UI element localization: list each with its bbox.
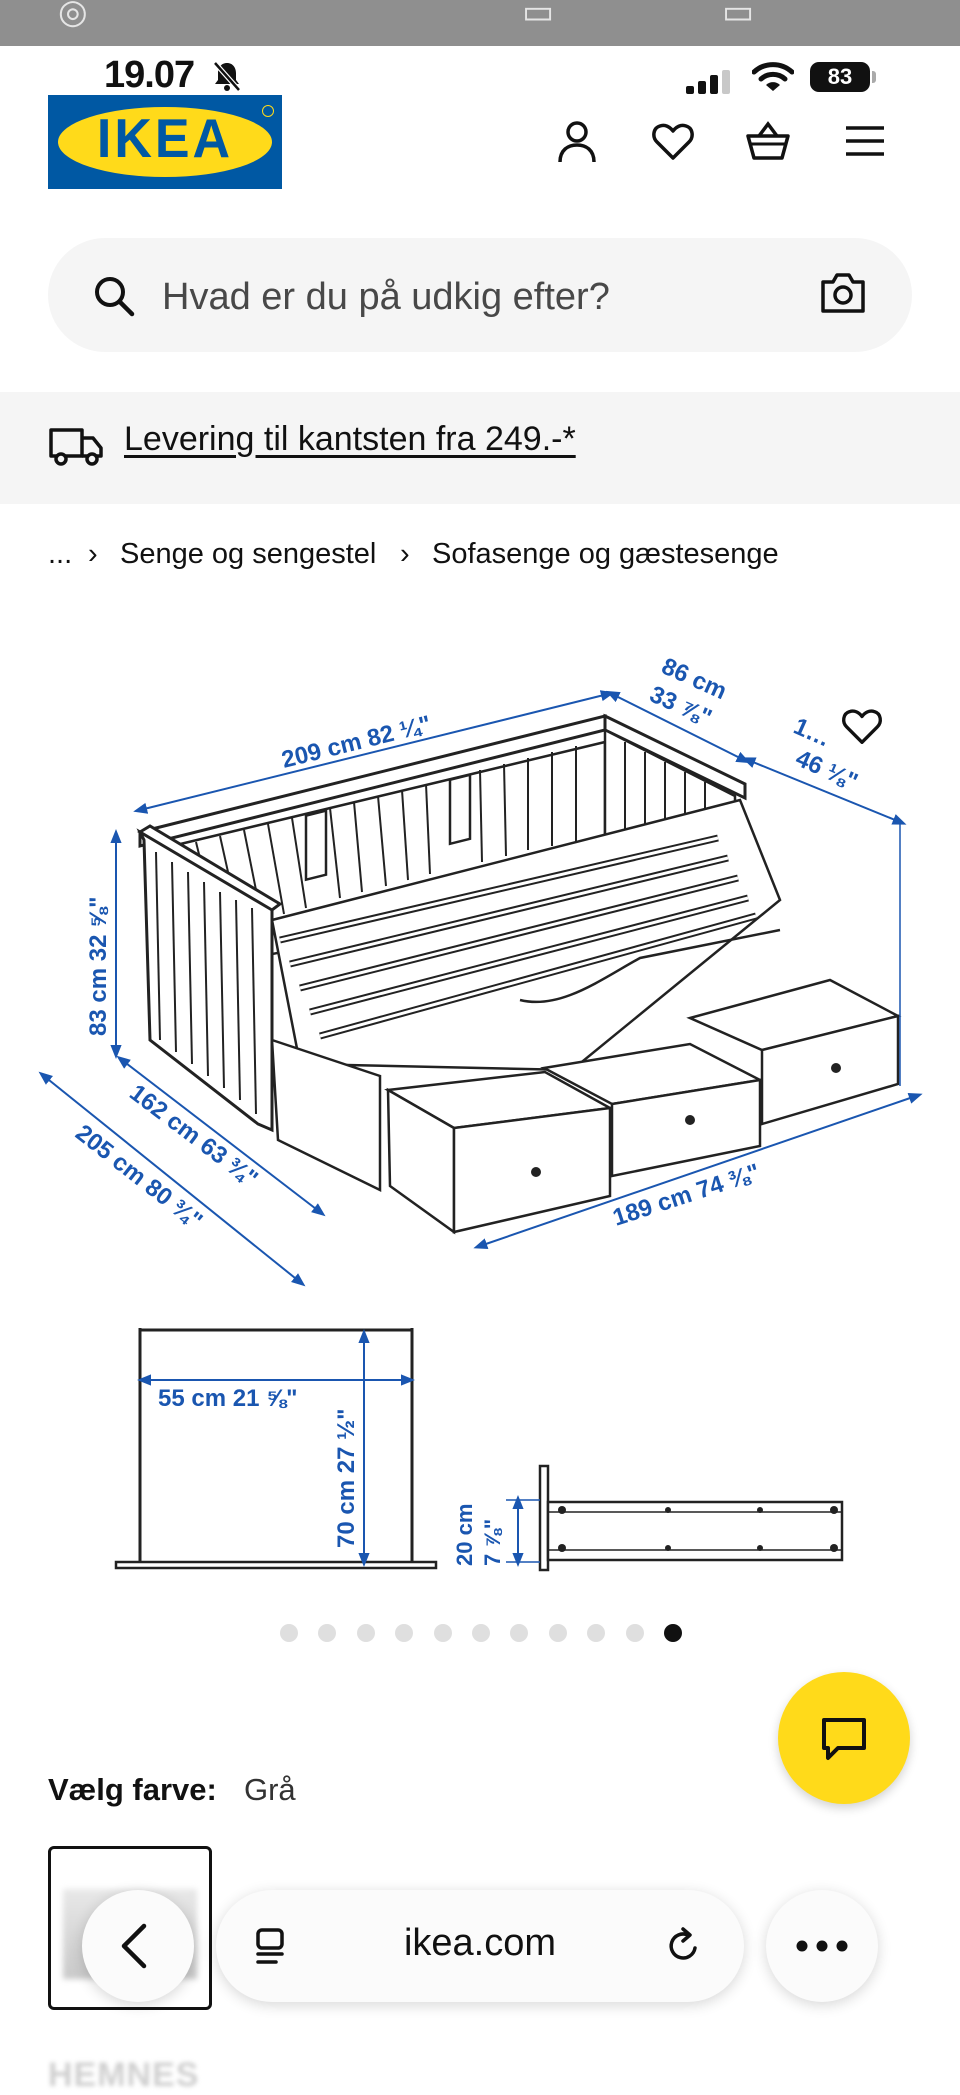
- search-input[interactable]: [162, 272, 782, 322]
- breadcrumb-chevron-icon: ›: [88, 538, 98, 570]
- seat-depth-label: 55 cm 21 ⅝": [158, 1385, 297, 1412]
- breadcrumb-item-sofabeds[interactable]: Sofasenge og gæstesenge: [432, 538, 779, 570]
- carousel-dot[interactable]: [548, 1624, 567, 1642]
- drawer-height-cm-label: 20 cm: [452, 1504, 477, 1566]
- more-icon: [796, 1940, 848, 1952]
- carousel-dot-active[interactable]: [664, 1624, 682, 1642]
- address-bar[interactable]: ikea.com: [216, 1890, 744, 2002]
- product-dimension-image[interactable]: 209 cm 82 ¼" 86 cm 33 ⅞" 1… 46 ⅛" 83 cm …: [0, 610, 960, 1610]
- person-icon[interactable]: [554, 118, 600, 164]
- hamburger-icon[interactable]: [842, 118, 888, 164]
- seat-height-label: 70 cm 27 ½": [333, 1409, 360, 1548]
- heart-icon[interactable]: [650, 118, 696, 164]
- silent-bell-icon: [213, 61, 241, 92]
- side-profile-drawing: 55 cm 21 ⅝" 70 cm 27 ½": [114, 1328, 438, 1570]
- carousel-dot[interactable]: [472, 1624, 490, 1642]
- dimension-lines: [38, 690, 923, 1287]
- breadcrumb-ellipsis[interactable]: ...: [48, 538, 73, 570]
- breadcrumb-item-beds[interactable]: Senge og sengestel: [120, 538, 377, 570]
- carousel-dot[interactable]: [433, 1624, 452, 1642]
- side-in-label: 46 ⅛": [792, 745, 862, 796]
- chat-icon: [822, 1718, 866, 1760]
- back-icon: [121, 1923, 147, 1969]
- carousel-dot[interactable]: [587, 1624, 606, 1642]
- add-to-favourites-heart-icon[interactable]: [838, 704, 886, 748]
- logo-text: IKEA: [96, 108, 234, 170]
- side-cm-label: 1…: [790, 713, 835, 753]
- carousel-dot[interactable]: [625, 1624, 644, 1642]
- product-name: HEMNES: [48, 2056, 200, 2094]
- logo-ellipse: [58, 107, 272, 177]
- carousel-dot[interactable]: [356, 1624, 375, 1642]
- carousel-dot[interactable]: [395, 1624, 414, 1642]
- chat-button[interactable]: [778, 1672, 910, 1804]
- basket-icon[interactable]: [745, 118, 791, 164]
- more-options-button[interactable]: [766, 1890, 878, 2002]
- drawer-profile-drawing: 20 cm 7 ⅞": [452, 1464, 844, 1572]
- breadcrumb-chevron-icon: ›: [400, 538, 410, 570]
- signal-icon: [686, 70, 730, 94]
- delivery-link[interactable]: Levering til kantsten fra 249.-*: [124, 420, 576, 458]
- battery-indicator: 83: [810, 62, 870, 92]
- store-icon: ▭: [722, 0, 755, 31]
- color-value: Grå: [244, 1772, 296, 1807]
- ikea-logo[interactable]: IKEA: [48, 95, 282, 189]
- camera-icon[interactable]: [820, 272, 866, 314]
- carousel-dot[interactable]: [510, 1624, 529, 1642]
- globe-icon: ◎: [58, 0, 88, 31]
- battery-tip: [872, 71, 876, 83]
- color-label: Vælg farve:: [48, 1772, 217, 1807]
- drawer-height-in-label: 7 ⅞": [480, 1519, 505, 1566]
- tabs-icon[interactable]: [250, 1924, 294, 1968]
- browser-top-bar: ◎ ▭ ▭: [0, 0, 960, 46]
- delivery-banner: [0, 392, 960, 504]
- url-text[interactable]: ikea.com: [403, 1922, 557, 1964]
- daybed-drawing: [136, 713, 902, 1235]
- status-time: 19.07: [104, 54, 195, 96]
- wifi-icon: [752, 62, 794, 91]
- truck-icon: [49, 428, 103, 466]
- registered-mark: [262, 105, 274, 117]
- height-label: 83 cm 32 ⅝": [85, 897, 112, 1036]
- carousel-dot[interactable]: [318, 1624, 337, 1642]
- search-icon[interactable]: [92, 274, 136, 318]
- reload-icon[interactable]: [662, 1924, 706, 1968]
- carousel-dot[interactable]: [280, 1624, 298, 1642]
- browser-back-button[interactable]: [82, 1890, 194, 2002]
- truck-icon: ▭: [522, 0, 555, 31]
